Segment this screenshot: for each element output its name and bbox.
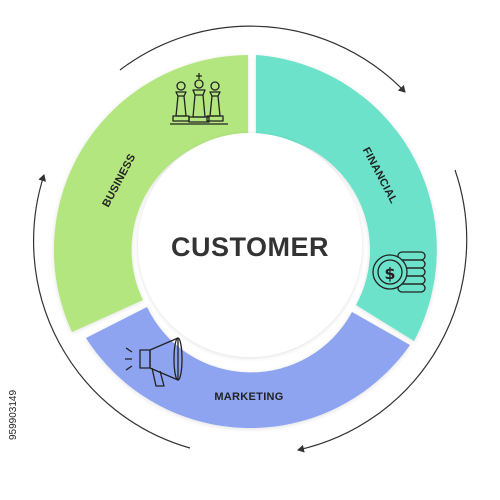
svg-text:$: $ bbox=[384, 264, 395, 283]
arrow-left bbox=[33, 174, 191, 449]
segment-label-marketing: MARKETING bbox=[214, 391, 283, 403]
megaphone-icon bbox=[125, 337, 183, 387]
cycle-arrows bbox=[33, 25, 468, 453]
center-title: CUSTOMER bbox=[171, 232, 329, 262]
arrow-right bbox=[297, 169, 468, 453]
dollar-coins-icon: $ bbox=[372, 251, 426, 293]
arrow-top bbox=[119, 25, 406, 93]
center-circle bbox=[138, 133, 362, 357]
watermark-id: 959903149 bbox=[8, 390, 19, 440]
segment-marketing bbox=[86, 307, 410, 429]
chess-pieces-icon bbox=[170, 73, 228, 125]
